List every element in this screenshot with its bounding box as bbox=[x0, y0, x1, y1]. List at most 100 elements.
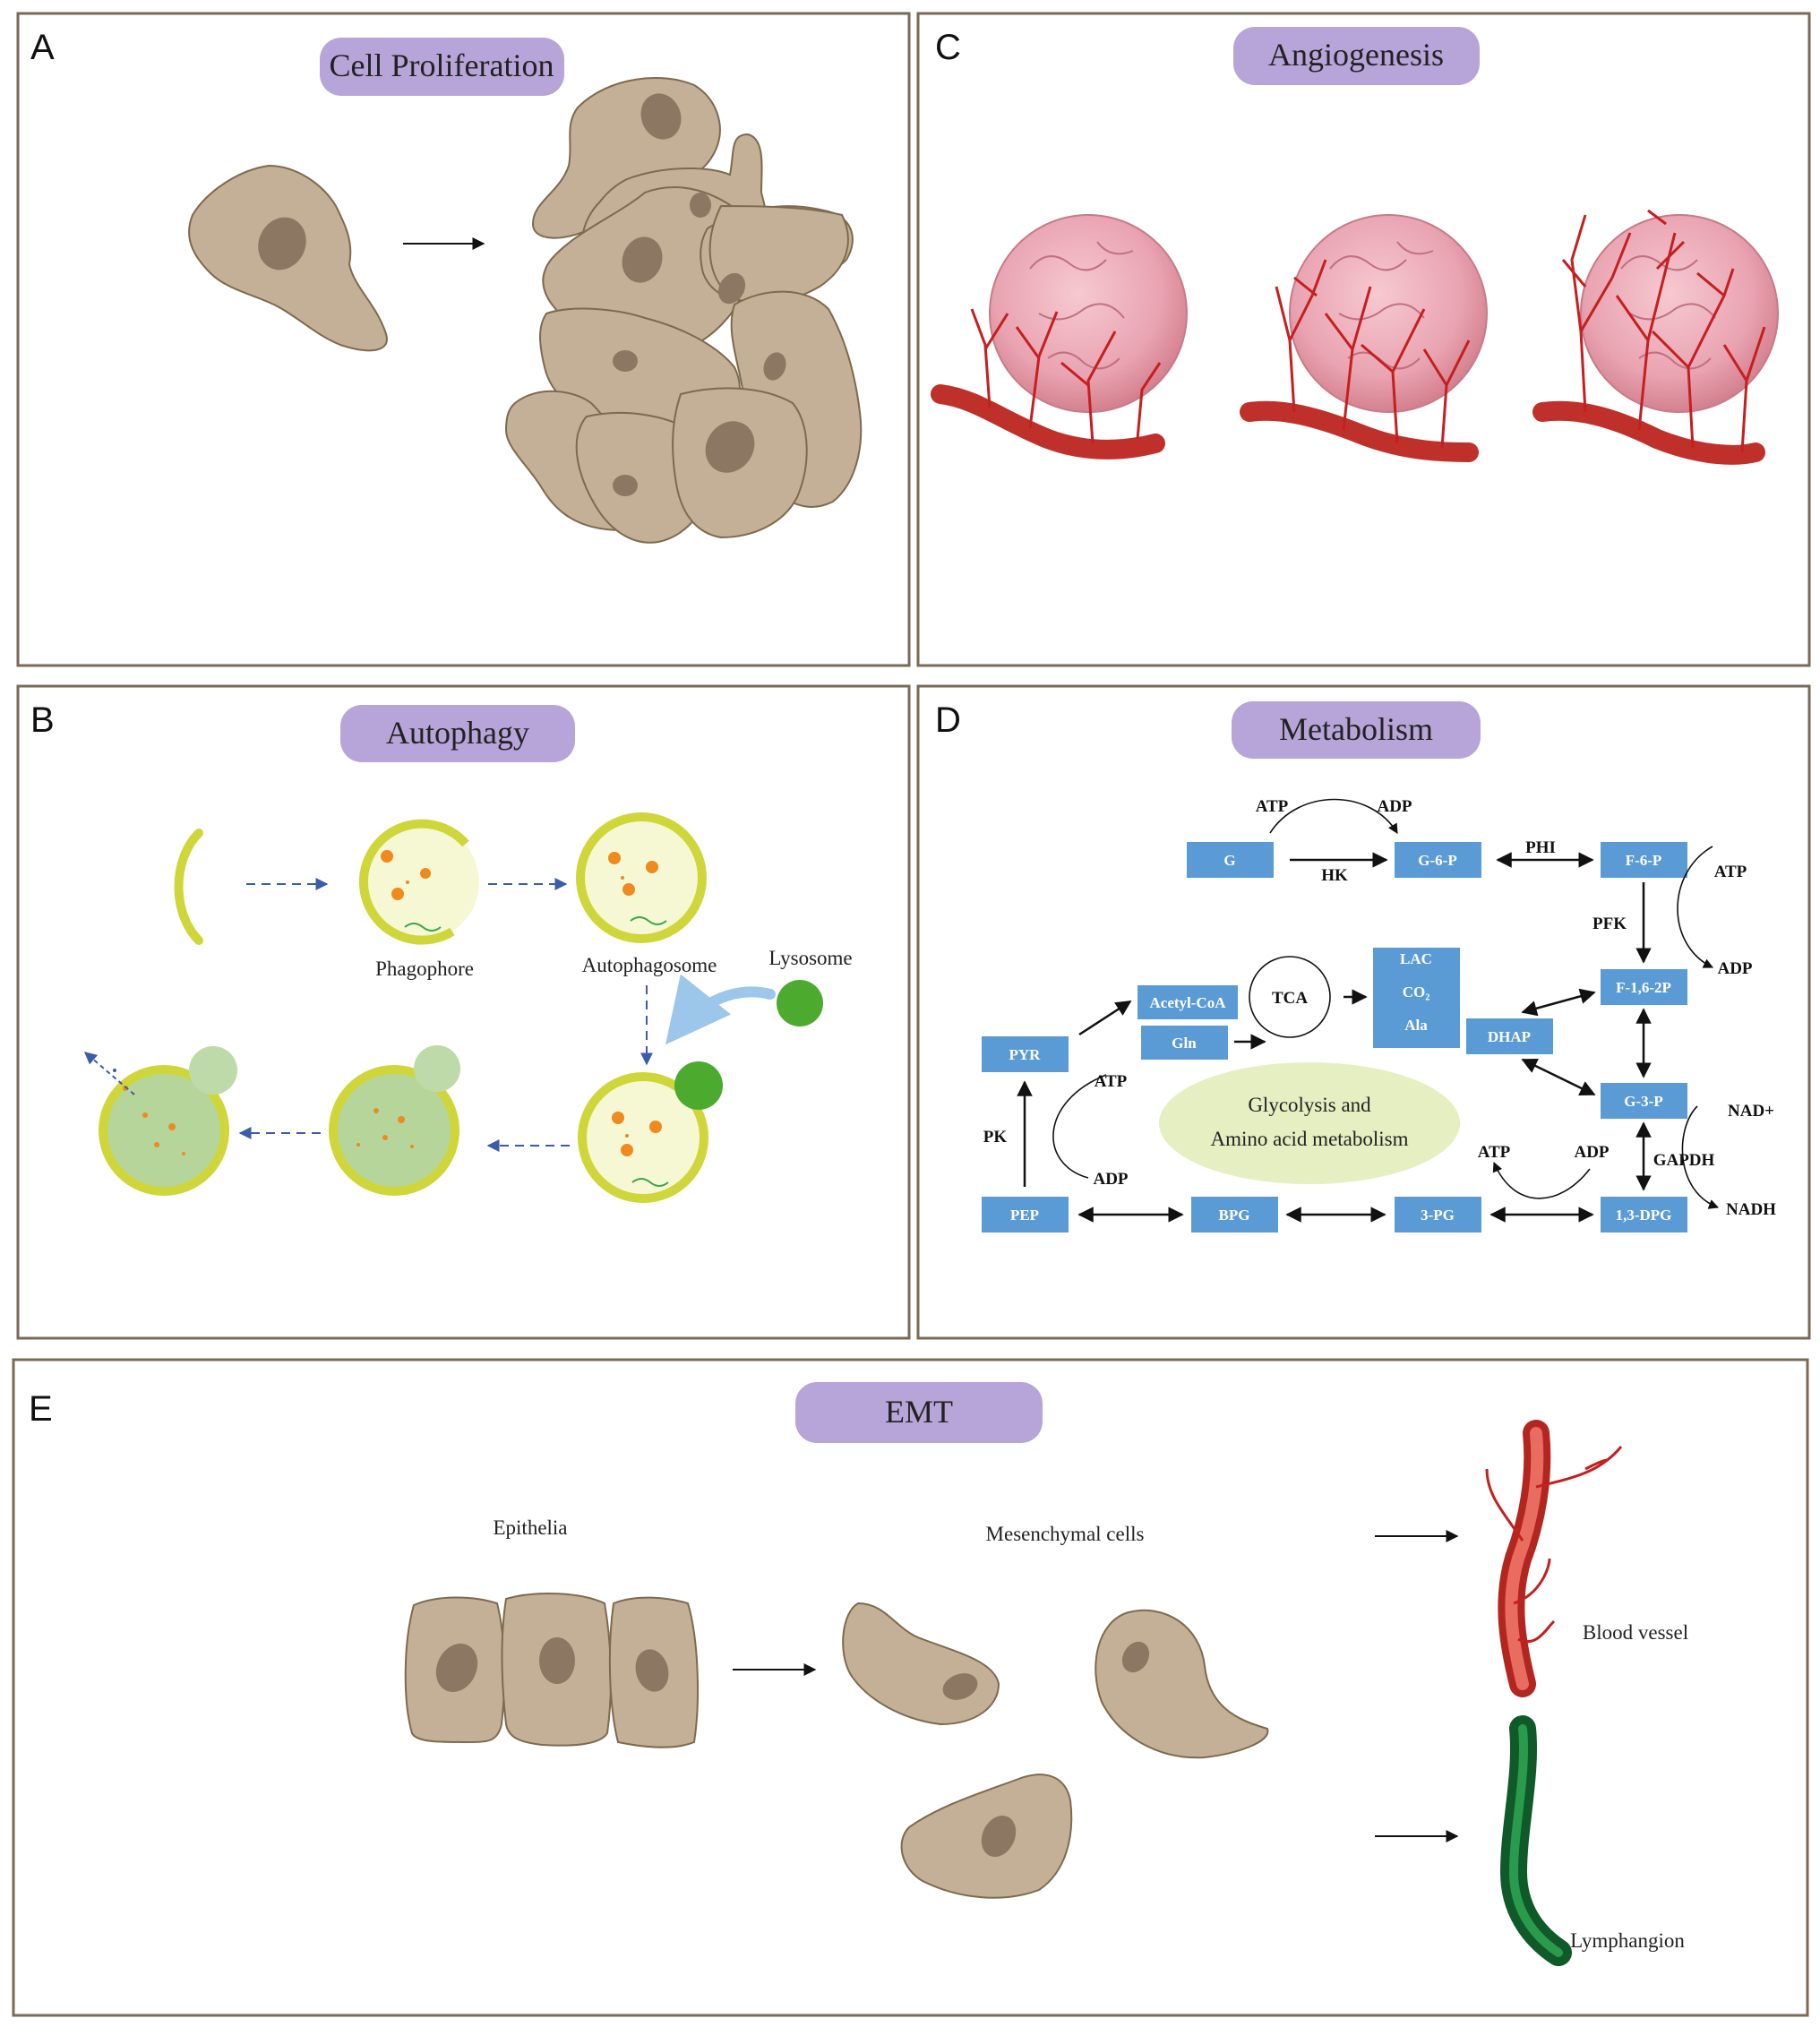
box-gln-label: Gln bbox=[1172, 1035, 1197, 1052]
box-g bbox=[1187, 842, 1274, 878]
lysosome bbox=[777, 980, 823, 1026]
box-pyr-label: PYR bbox=[1009, 1046, 1042, 1063]
box-lac-stack bbox=[1373, 948, 1460, 1048]
panel-a-title-pill bbox=[320, 38, 564, 96]
tumor-late bbox=[1532, 209, 1779, 465]
box-dhap-label: DHAP bbox=[1488, 1028, 1531, 1045]
box-gln bbox=[1141, 1026, 1228, 1060]
label-atp2: ATP bbox=[1714, 863, 1747, 881]
box-pep-label: PEP bbox=[1010, 1207, 1039, 1224]
autolysosome-forming bbox=[578, 1061, 723, 1203]
pathway-arrows bbox=[1017, 798, 1720, 1223]
panel-c: C Angiogenesis bbox=[916, 12, 1811, 667]
panel-b: B Autophagy Phagophore Autophagosome Lys… bbox=[16, 684, 911, 1340]
autolysosome bbox=[329, 1045, 460, 1196]
box-g6p-label: G-6-P bbox=[1418, 852, 1456, 869]
blood-vessel bbox=[1485, 1420, 1623, 1697]
phagophore-label: Phagophore bbox=[375, 958, 474, 980]
panel-c-letter: C bbox=[935, 28, 961, 67]
label-pfk: PFK bbox=[1592, 915, 1627, 933]
label-pk: PK bbox=[983, 1128, 1008, 1147]
box-dpg13 bbox=[1601, 1197, 1687, 1233]
capillaries bbox=[1561, 209, 1766, 453]
lysosome-arrow bbox=[665, 974, 776, 1045]
panel-a-title: Cell Proliferation bbox=[330, 47, 554, 83]
enzyme-labels: ATP ADP HK PHI ATP ADP PFK TCA ATP ADP P… bbox=[983, 797, 1776, 1219]
tumor-middle bbox=[1240, 214, 1488, 462]
label-hk: HK bbox=[1321, 866, 1348, 885]
label-adp3: ADP bbox=[1093, 1170, 1128, 1189]
box-co2-label: CO₂ bbox=[1403, 983, 1430, 1001]
box-g3p-label: G-3-P bbox=[1624, 1093, 1662, 1110]
ellipse-line2: Amino acid metabolism bbox=[1210, 1128, 1408, 1150]
epithelial-nuclei bbox=[435, 1637, 669, 1693]
lymphangion-label: Lymphangion bbox=[1570, 1929, 1685, 1952]
panel-e-title-pill bbox=[795, 1382, 1043, 1443]
vessel bbox=[931, 384, 1165, 460]
label-phi: PHI bbox=[1525, 838, 1556, 857]
tumor-early bbox=[931, 214, 1188, 460]
panel-b-letter: B bbox=[30, 700, 55, 740]
label-adp4: ADP bbox=[1574, 1143, 1609, 1162]
box-pyr bbox=[982, 1036, 1069, 1072]
capillaries bbox=[1275, 259, 1471, 449]
box-pg3-label: 3-PG bbox=[1421, 1207, 1455, 1224]
box-dpg13-label: 1,3-DPG bbox=[1616, 1207, 1672, 1224]
blood-vessel-label: Blood vessel bbox=[1583, 1621, 1688, 1644]
box-bpg bbox=[1191, 1197, 1278, 1233]
box-dhap bbox=[1466, 1018, 1553, 1054]
panel-c-title: Angiogenesis bbox=[1268, 37, 1444, 73]
box-ala-label: Ala bbox=[1404, 1017, 1428, 1034]
cell-cluster bbox=[504, 77, 863, 544]
mesenchymal-label: Mesenchymal cells bbox=[986, 1523, 1145, 1545]
panel-d-letter: D bbox=[935, 700, 961, 740]
label-tca: TCA bbox=[1272, 989, 1308, 1008]
label-atp4: ATP bbox=[1478, 1143, 1511, 1162]
label-nad: NAD+ bbox=[1728, 1102, 1774, 1121]
mesenchymal-nuclei bbox=[942, 1641, 1150, 1858]
label-atp1: ATP bbox=[1256, 797, 1289, 816]
single-cell bbox=[188, 164, 388, 352]
label-adp2: ADP bbox=[1717, 959, 1752, 978]
box-f16p-label: F-1,6-2P bbox=[1616, 979, 1671, 996]
epithelia-label: Epithelia bbox=[493, 1516, 567, 1539]
vessel bbox=[1240, 400, 1479, 462]
panel-e: E EMT Epithelia Mesenchymal cells bbox=[12, 1358, 1809, 2017]
capillaries bbox=[970, 308, 1162, 444]
box-acetyl bbox=[1138, 985, 1238, 1019]
panel-e-letter: E bbox=[29, 1389, 53, 1429]
panel-d: D Metabolism Glycolysis and Amino acid m… bbox=[916, 684, 1811, 1340]
degrading-autolysosome bbox=[83, 1046, 237, 1196]
box-acetyl-label: Acetyl-CoA bbox=[1150, 994, 1227, 1011]
panel-d-frame bbox=[916, 684, 1811, 1340]
box-pg3 bbox=[1395, 1197, 1481, 1233]
box-f16p bbox=[1601, 969, 1687, 1005]
panel-b-frame bbox=[16, 684, 911, 1340]
box-lac-label: LAC bbox=[1400, 950, 1432, 967]
panel-a: A Cell Proliferation bbox=[16, 12, 911, 667]
panel-d-title: Metabolism bbox=[1279, 711, 1433, 747]
box-f6p bbox=[1601, 842, 1687, 878]
cluster-nuclei bbox=[613, 93, 786, 496]
box-pep bbox=[982, 1197, 1069, 1233]
metabolite-box-labels: G G-6-P F-6-P F-1,6-2P DHAP G-3-P 1,3-DP… bbox=[1009, 852, 1672, 1224]
panel-c-title-pill bbox=[1233, 27, 1480, 85]
panel-d-title-pill bbox=[1232, 701, 1481, 759]
autophagosome-label: Autophagosome bbox=[582, 954, 717, 976]
panel-b-title-pill bbox=[340, 705, 575, 762]
label-atp3: ATP bbox=[1095, 1072, 1128, 1091]
box-g-label: G bbox=[1223, 852, 1235, 869]
box-bpg-label: BPG bbox=[1219, 1207, 1250, 1224]
label-gapdh: GAPDH bbox=[1653, 1151, 1715, 1170]
label-nadh: NADH bbox=[1726, 1200, 1776, 1219]
glycolysis-ellipse bbox=[1159, 1062, 1460, 1184]
label-adp1: ADP bbox=[1377, 797, 1412, 816]
metabolite-boxes bbox=[982, 842, 1687, 1233]
ellipse-line1: Glycolysis and bbox=[1248, 1094, 1371, 1116]
box-g6p bbox=[1395, 842, 1481, 878]
panel-b-title: Autophagy bbox=[386, 715, 529, 751]
panel-e-title: EMT bbox=[885, 1394, 953, 1430]
phagophore bbox=[358, 819, 479, 945]
box-g3p bbox=[1601, 1083, 1687, 1119]
